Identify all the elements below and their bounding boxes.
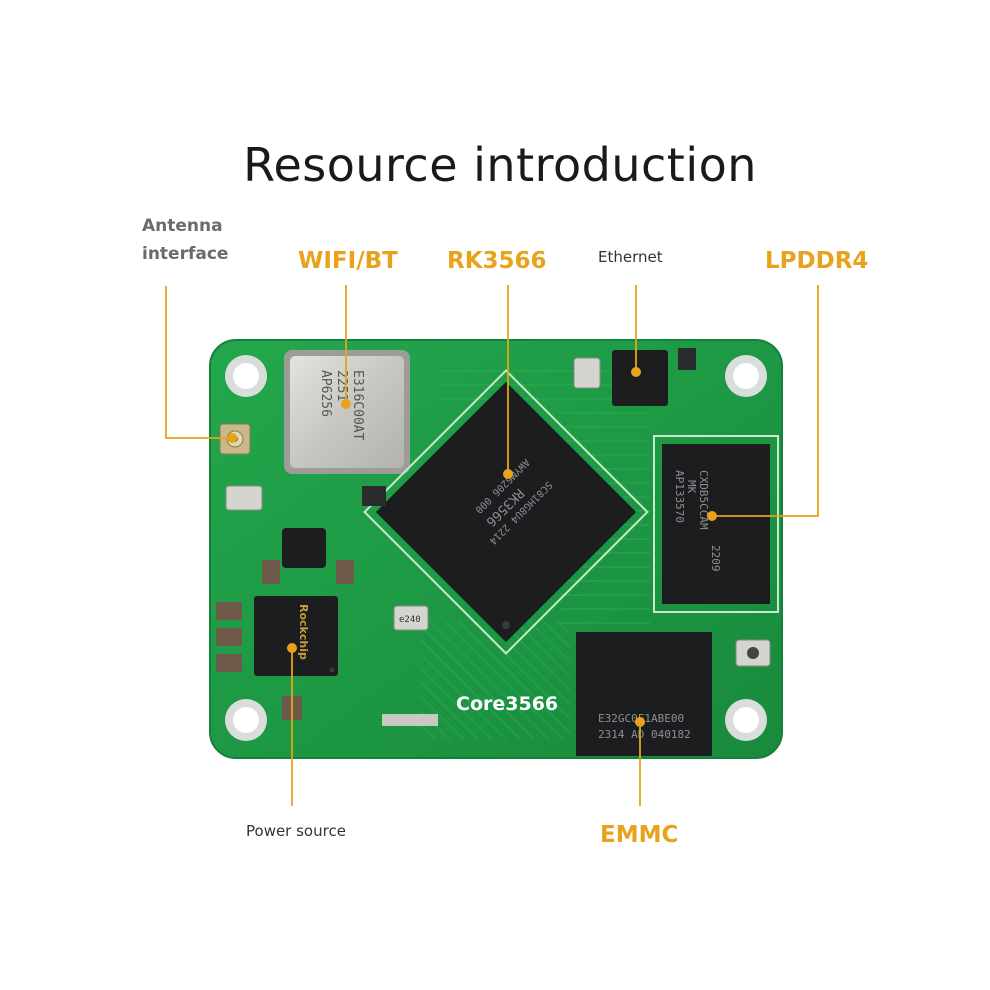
ethernet-chip xyxy=(573,348,696,406)
crystal-text: e240 xyxy=(399,615,421,625)
crystal: e240 xyxy=(393,605,429,631)
mounting-holes xyxy=(225,355,767,741)
wifi-bt-module: AP6256 2251 E316C00AT xyxy=(284,350,410,474)
leader-lines xyxy=(165,285,819,806)
label-emmc: EMMC xyxy=(600,822,679,848)
lpddr4-chip: CXDB5CCAM MK AP133570 2209 xyxy=(653,435,779,613)
power-chip: Rockchip xyxy=(254,596,338,676)
label-power-source: Power source xyxy=(246,822,346,840)
page-title: Resource introduction xyxy=(243,138,757,192)
emmc-chip: E32GC0F1ABE00 2314 AD 040182 xyxy=(576,632,712,756)
ram-chip-text-1: CXDB5CCAM xyxy=(697,470,710,530)
label-wifi-bt: WIFI/BT xyxy=(298,248,398,274)
passive-components xyxy=(216,485,771,726)
label-antenna-interface: Antenna interface xyxy=(142,212,228,268)
ram-chip-text-3: AP133570 xyxy=(673,470,686,523)
leader-lpddr4 xyxy=(712,285,819,517)
board-name: Core3566 xyxy=(456,693,558,715)
pmic-text: Rockchip xyxy=(297,604,310,660)
ram-chip-text-2: MK xyxy=(685,480,698,494)
ram-chip-text-4: 2209 xyxy=(709,545,722,572)
label-ethernet: Ethernet xyxy=(598,248,663,266)
label-rk3566: RK3566 xyxy=(447,248,547,274)
wifi-chip-text-3: E316C00AT xyxy=(350,370,365,441)
wifi-chip-text-1: AP6256 xyxy=(318,370,333,417)
leader-antenna xyxy=(165,286,232,439)
emmc-chip-text-2: 2314 AD 040182 xyxy=(598,728,691,741)
label-antenna-line1: Antenna xyxy=(142,216,223,236)
leader-dots xyxy=(227,367,717,727)
label-antenna-line2: interface xyxy=(142,244,229,264)
label-lpddr4: LPDDR4 xyxy=(765,248,869,274)
